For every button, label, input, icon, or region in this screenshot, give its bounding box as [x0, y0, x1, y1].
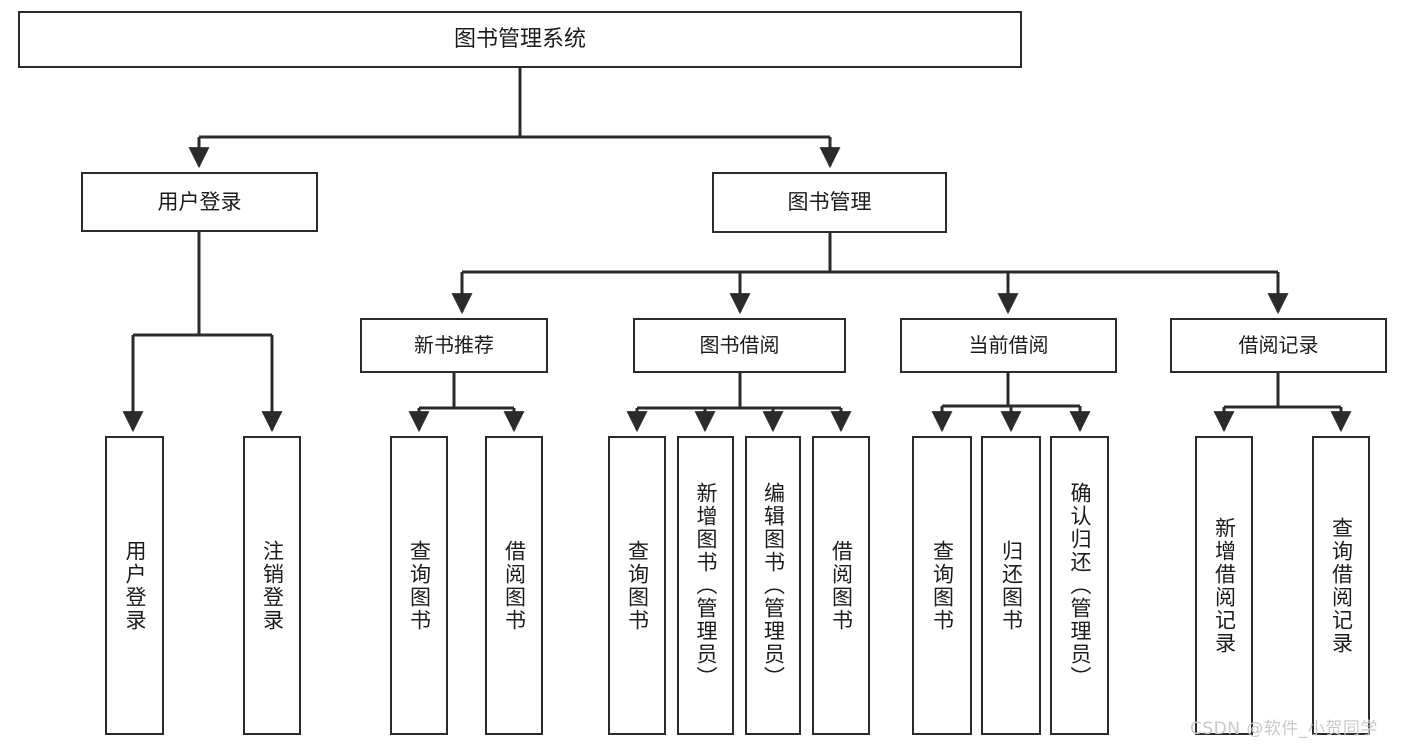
node-leaf-user-logout-label: 注销登录	[260, 539, 285, 632]
node-leaf-query-book-rec[interactable]: 查询图书	[390, 436, 448, 735]
node-leaf-user-login-label: 用户登录	[123, 539, 147, 632]
node-book-borrow[interactable]: 图书借阅	[633, 318, 846, 373]
node-leaf-query-book-cur-label: 查询图书	[930, 539, 955, 632]
node-leaf-query-book-cur[interactable]: 查询图书	[912, 436, 972, 735]
node-new-book-recommend[interactable]: 新书推荐	[360, 318, 548, 373]
node-leaf-add-book[interactable]: 新增图书（管理员）	[677, 436, 734, 735]
node-leaf-edit-book[interactable]: 编辑图书（管理员）	[745, 436, 801, 735]
node-borrow-record-label: 借阅记录	[1238, 332, 1319, 357]
node-root[interactable]: 图书管理系统	[18, 11, 1022, 68]
node-leaf-add-record-label: 新增借阅记录	[1212, 516, 1237, 655]
node-leaf-borrow-book-label: 借阅图书	[829, 539, 854, 632]
node-leaf-confirm-return[interactable]: 确认归还（管理员）	[1050, 436, 1109, 735]
node-leaf-borrow-book-rec-label: 借阅图书	[502, 539, 527, 632]
node-root-label: 图书管理系统	[453, 26, 586, 52]
node-leaf-query-record-label: 查询借阅记录	[1329, 516, 1354, 655]
node-leaf-return-book-label: 归还图书	[999, 539, 1024, 632]
node-user-login-label: 用户登录	[157, 189, 242, 214]
node-leaf-add-book-label: 新增图书（管理员）	[694, 482, 718, 689]
node-book-manage[interactable]: 图书管理	[712, 172, 947, 233]
node-leaf-borrow-book[interactable]: 借阅图书	[812, 436, 870, 735]
node-book-manage-label: 图书管理	[787, 190, 872, 215]
node-current-borrow[interactable]: 当前借阅	[900, 318, 1117, 373]
node-leaf-confirm-return-label: 确认归还（管理员）	[1068, 482, 1092, 689]
node-user-login[interactable]: 用户登录	[81, 172, 318, 232]
node-leaf-query-record[interactable]: 查询借阅记录	[1312, 436, 1370, 735]
node-borrow-record[interactable]: 借阅记录	[1170, 318, 1387, 373]
node-leaf-query-book-borrow[interactable]: 查询图书	[608, 436, 666, 735]
node-leaf-user-logout[interactable]: 注销登录	[243, 436, 301, 735]
node-leaf-borrow-book-rec[interactable]: 借阅图书	[485, 436, 543, 735]
node-current-borrow-label: 当前借阅	[968, 332, 1049, 357]
node-new-book-recommend-label: 新书推荐	[414, 332, 494, 357]
node-leaf-edit-book-label: 编辑图书（管理员）	[761, 482, 786, 689]
node-leaf-add-record[interactable]: 新增借阅记录	[1195, 436, 1253, 735]
node-leaf-query-book-borrow-label: 查询图书	[625, 539, 650, 632]
node-leaf-return-book[interactable]: 归还图书	[981, 436, 1041, 735]
node-leaf-query-book-rec-label: 查询图书	[407, 539, 432, 632]
node-book-borrow-label: 图书借阅	[699, 332, 780, 357]
node-leaf-user-login[interactable]: 用户登录	[105, 436, 164, 735]
